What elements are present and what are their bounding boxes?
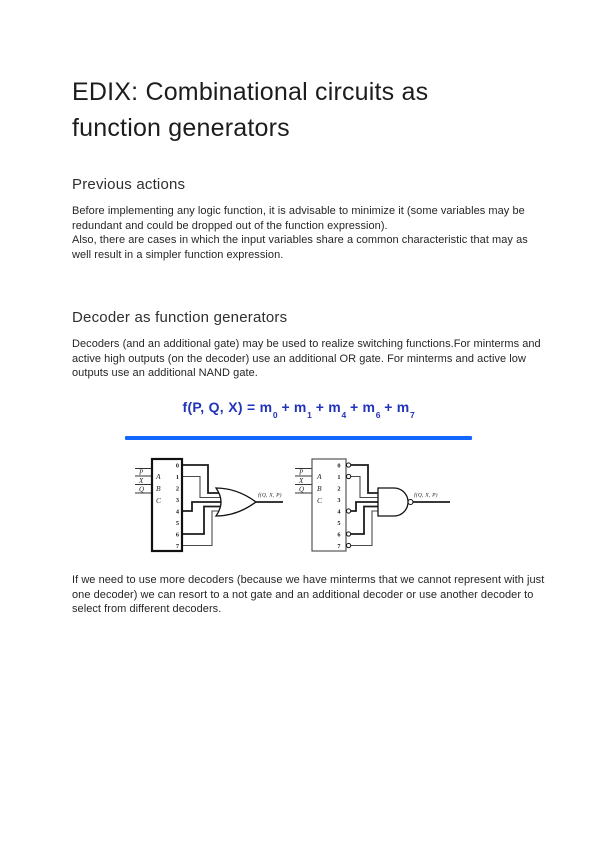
input-label: Q [299, 486, 304, 494]
select-label: A [316, 472, 322, 481]
output-number: 2 [337, 485, 340, 492]
left-decoder-circuit: P X Q A B C 0 1 2 3 4 5 6 7 f(Q, X, P) [135, 457, 283, 553]
input-label: P [298, 469, 304, 477]
input-label: X [138, 477, 144, 485]
bubble-icon [346, 531, 352, 537]
closing-paragraph: If we need to use more decoders (because… [72, 573, 546, 617]
output-number: 0 [337, 462, 340, 469]
minterm-wire-7 [182, 510, 222, 547]
or-gate-icon [214, 487, 258, 517]
minterm-wire-6 [351, 505, 384, 535]
select-label: C [317, 496, 323, 505]
paragraph-line: Also, there are cases in which the input… [72, 234, 528, 262]
plus-sign: + [315, 399, 325, 415]
bubble-icon [346, 473, 352, 480]
paragraph-line: Before implementing any logic function, … [72, 205, 525, 232]
output-number: 1 [176, 474, 179, 481]
minterm-wire-0 [351, 464, 384, 494]
paragraph-line: Decoders (and an additional gate) may be… [72, 338, 541, 380]
output-number: 6 [337, 531, 340, 538]
output-number: 6 [176, 531, 179, 538]
input-label: P [138, 469, 144, 477]
gate-output-label: f(Q, X, P) [258, 492, 282, 499]
formula-lhs: f(P, Q, X) = [182, 399, 260, 415]
output-number: 1 [337, 474, 340, 481]
output-number: 7 [176, 543, 179, 550]
decoder-box [150, 457, 184, 553]
output-number: 5 [337, 520, 340, 527]
select-label: B [317, 484, 322, 493]
output-number: 4 [176, 508, 180, 515]
decoder-paragraph: Decoders (and an additional gate) may be… [72, 337, 546, 381]
select-label: C [156, 496, 162, 505]
formula-term: m0 [259, 399, 278, 420]
plus-sign: + [384, 399, 393, 415]
output-number: 5 [176, 520, 179, 527]
nand-gate-icon [377, 487, 409, 517]
output-number: 3 [176, 497, 179, 504]
right-decoder-circuit: P X Q A B C 0 1 2 3 4 5 6 7 [295, 458, 450, 552]
minterm-wire-4 [351, 501, 384, 512]
formula-term: m7 [396, 399, 415, 420]
formula-term: m1 [293, 399, 313, 420]
output-number: 0 [176, 462, 179, 469]
page-title-line2: function generators [72, 114, 290, 142]
select-label: B [156, 484, 161, 493]
output-number: 2 [176, 485, 179, 492]
input-label: X [298, 477, 304, 485]
input-label: Q [139, 486, 144, 494]
decoder-box [311, 458, 347, 552]
formula-term: m4 [328, 399, 347, 420]
page-title: EDIX: Combinational circuits as function… [72, 74, 542, 146]
section-heading-decoder-generators: Decoder as function generators [72, 309, 288, 326]
paragraph-line: If we need to use more decoders (because… [72, 574, 545, 616]
bubble-icon [346, 508, 352, 514]
active-low-bubbles [346, 462, 352, 549]
minterm-wire-6 [182, 505, 222, 535]
page-title-line1: EDIX: Combinational circuits as [72, 78, 429, 106]
section-heading-previous-actions: Previous actions [72, 176, 186, 193]
formula-term: m6 [362, 399, 381, 420]
bubble-icon [346, 542, 352, 549]
plus-sign: + [281, 399, 290, 415]
minterm-wire-4 [182, 501, 222, 512]
bubble-icon [346, 462, 352, 468]
decoder-circuits-figure: P X Q A B C 0 1 2 3 4 5 6 7 f(Q, X, P) [135, 457, 450, 553]
blue-divider-rule [125, 436, 472, 440]
previous-actions-paragraph: Before implementing any logic function, … [72, 204, 546, 263]
minterm-wire-0 [182, 464, 222, 494]
gate-output-label: f(Q, X, P) [414, 492, 438, 499]
plus-sign: + [349, 399, 359, 415]
nand-bubble-icon [407, 498, 414, 506]
minterm-wire-1 [351, 475, 384, 499]
output-number: 3 [337, 497, 340, 504]
minterm-formula: f(P, Q, X) = m0+m1+m4+m6+m7 [125, 399, 472, 420]
output-number: 7 [337, 543, 340, 550]
minterm-wire-1 [182, 475, 222, 499]
output-number: 4 [337, 508, 341, 515]
select-label: A [155, 472, 161, 481]
